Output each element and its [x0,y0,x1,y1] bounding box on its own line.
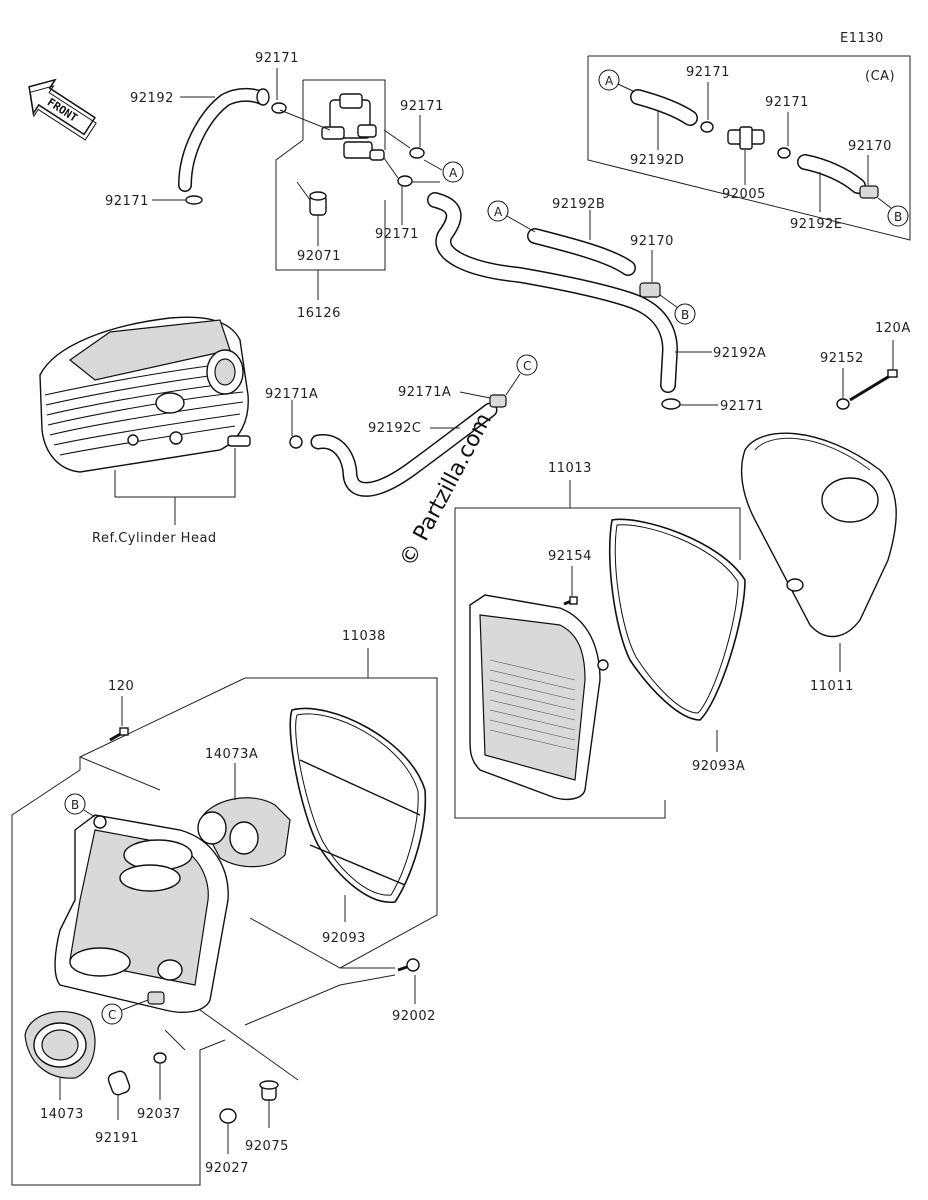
svg-text:A: A [605,74,614,88]
bolt-120a [849,369,898,402]
label-92170-ca: 92170 [848,139,892,154]
svg-text:B: B [894,210,902,224]
hose-92192d [630,89,698,126]
callout-b-2: B [674,303,696,325]
clamp-92171-top [185,102,287,205]
label-92171-mid: 92171 [400,99,444,114]
collar-92027 [219,1108,237,1124]
label-14073a: 14073A [205,747,258,762]
callout-b-1: B [64,793,86,815]
washer-92152 [836,398,850,410]
label-120: 120 [108,679,134,694]
grommet-92071 [309,191,327,216]
label-92093a: 92093A [692,759,745,774]
clamp-92171-right [661,398,681,410]
diagram-id: E1130 [840,31,884,46]
cylinder-head [39,316,249,473]
label-92171-top: 92171 [255,51,299,66]
hose-92192a [427,192,679,393]
label-11013: 11013 [548,461,592,476]
label-92154: 92154 [548,549,592,564]
label-14073: 14073 [40,1107,84,1122]
hose-92192c [310,402,498,497]
callout-c-1: C [516,354,538,376]
label-92192: 92192 [130,91,174,106]
label-92002: 92002 [392,1009,436,1024]
air-filter-element-11013 [469,594,609,801]
duct-14073 [24,1011,96,1079]
joint-92005 [727,126,765,150]
clamp-92171a-right [489,394,507,408]
label-11038: 11038 [342,629,386,644]
duct-14073a [197,797,291,868]
hose-92192b [527,228,636,276]
ca-label: (CA) [865,69,895,84]
label-92005: 92005 [722,187,766,202]
clip-92037 [153,1052,167,1064]
svg-text:C: C [523,359,531,373]
label-120a: 120A [875,321,911,336]
label-92171-ca2: 92171 [765,95,809,110]
label-92071: 92071 [297,249,341,264]
ref-cylinder-head-label: Ref.Cylinder Head [92,531,217,546]
plug-92191 [107,1070,131,1096]
label-92191: 92191 [95,1131,139,1146]
bolt-92002 [397,958,420,972]
screw-92154 [563,596,578,606]
callout-a-2: A [487,200,509,222]
grommet-92075 [259,1080,279,1101]
label-92170: 92170 [630,234,674,249]
callout-a-3: A [598,69,620,91]
label-92171a-left: 92171A [265,387,318,402]
front-arrow-icon: FRONT [28,78,97,141]
clamp-92171a-left [289,435,303,449]
label-92192e: 92192E [790,217,843,232]
label-92192c: 92192C [368,421,421,436]
label-11011: 11011 [810,679,854,694]
callout-b-3: B [887,205,909,227]
clamp-92171-low [397,175,413,187]
svg-text:B: B [71,798,79,812]
air-switching-valve [321,93,385,161]
ca-inset-frame [587,55,911,241]
label-92152: 92152 [820,351,864,366]
label-92192a: 92192A [713,346,766,361]
hose-92192 [178,87,270,192]
nipple [227,435,251,447]
screw-120 [109,727,129,742]
label-92027: 92027 [205,1161,249,1176]
callout-c-2: C [101,1003,123,1025]
label-92075: 92075 [245,1139,289,1154]
label-92171-ca1: 92171 [686,65,730,80]
label-92093: 92093 [322,931,366,946]
label-92192d: 92192D [630,153,684,168]
air-cleaner-cover-11011 [740,432,897,638]
gasket-92093 [289,707,427,903]
clamp-92171-mid [409,147,425,159]
gasket-92093a [608,518,746,721]
svg-text:A: A [494,205,503,219]
label-92037: 92037 [137,1107,181,1122]
label-92171-right: 92171 [720,399,764,414]
label-92171-low: 92171 [375,227,419,242]
air-cleaner-base [54,814,229,1013]
label-16126: 16126 [297,306,341,321]
svg-text:A: A [449,166,458,180]
label-92192b: 92192B [552,197,605,212]
callout-a-1: A [442,161,464,183]
hose-92192e [797,154,866,194]
svg-text:C: C [108,1008,116,1022]
clamp-92170 [639,282,661,298]
svg-text:B: B [681,308,689,322]
label-92171a-right: 92171A [398,385,451,400]
label-92171-left: 92171 [105,194,149,209]
